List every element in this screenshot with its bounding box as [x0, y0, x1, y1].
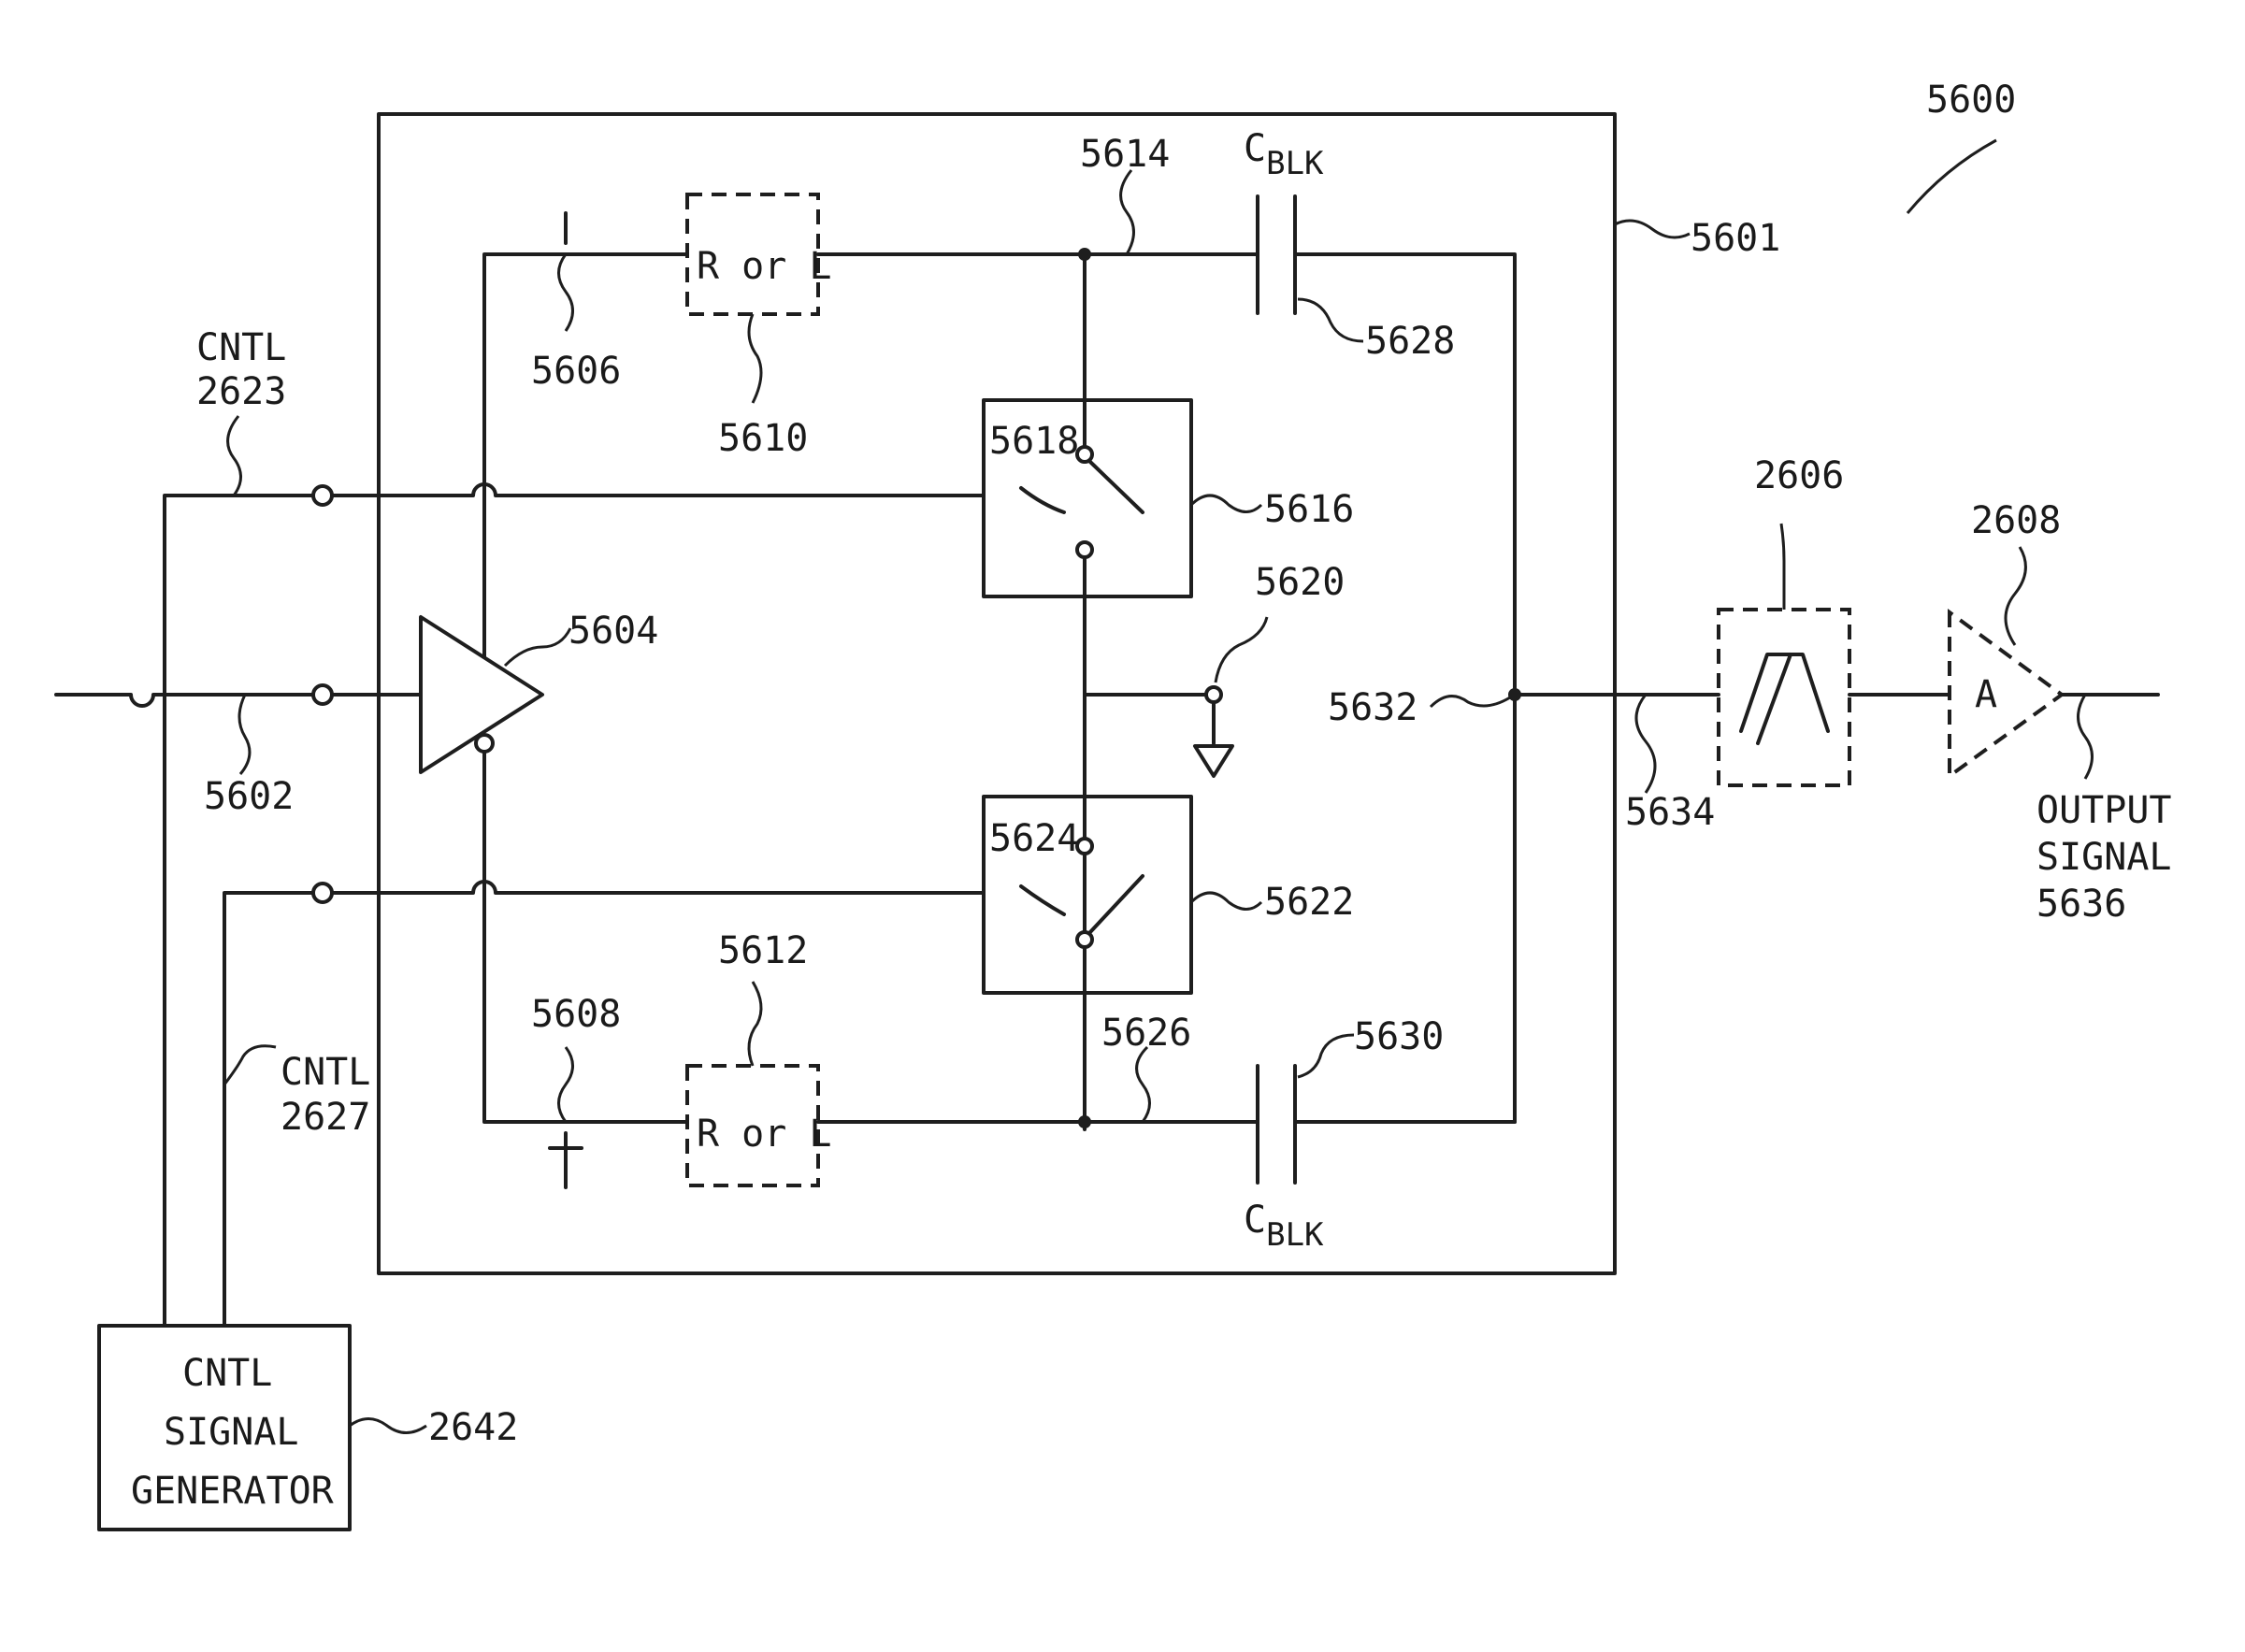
cntl-top-label: CNTL — [196, 326, 286, 369]
switch-top-box-leader — [1191, 496, 1261, 512]
amplifier-ref: 5604 — [568, 610, 658, 653]
ground-ref: 5620 — [1255, 561, 1345, 604]
q-path-leader — [559, 1047, 573, 1122]
figure-number-leader — [1907, 140, 1996, 213]
filter-leader — [1781, 524, 1784, 610]
ground-symbol — [1195, 746, 1232, 776]
sum-node-ref: 5632 — [1328, 686, 1418, 729]
cntl-top-to-switch — [332, 484, 984, 496]
bottom-node-leader — [1137, 1047, 1150, 1122]
output-signal-line2: SIGNAL — [2036, 836, 2172, 879]
cntl-generator-line2: SIGNAL — [164, 1411, 299, 1454]
switch-bottom-arm — [1090, 876, 1143, 932]
filter-ref: 2606 — [1754, 454, 1844, 497]
q-path-ref: 5608 — [531, 993, 621, 1036]
cap-bottom-leader — [1298, 1035, 1354, 1077]
switch-top-arm — [1090, 462, 1143, 512]
output-signal-leader — [2079, 695, 2093, 779]
cntl-bottom-to-switch — [332, 882, 984, 893]
cntl-generator-ref: 2642 — [428, 1406, 518, 1449]
cap-top-label: CBLK — [1244, 127, 1324, 182]
outer-box-ref: 5601 — [1691, 217, 1780, 260]
ground-terminal — [1206, 687, 1221, 702]
switch-top-actuator — [1021, 488, 1064, 512]
cap-top-ref: 5628 — [1365, 320, 1455, 363]
output-line-leader — [1636, 695, 1655, 793]
cntl-top-line — [165, 496, 313, 1326]
amplifier-leader — [505, 628, 570, 666]
input-line — [56, 695, 313, 706]
filter-box — [1719, 610, 1849, 785]
cap-top-leader — [1298, 299, 1363, 341]
cap-bottom-label: CBLK — [1244, 1199, 1324, 1254]
output-signal-line3: 5636 — [2036, 883, 2126, 926]
cntl-bottom-num: 2627 — [281, 1096, 370, 1139]
cntl-bottom-terminal — [313, 883, 332, 902]
cntl-generator-line1: CNTL — [182, 1352, 272, 1395]
switch-bottom-upper-contact — [1077, 839, 1092, 854]
cntl-bottom-label: CNTL — [281, 1051, 370, 1094]
sum-junction — [1508, 688, 1521, 701]
cap-top-c: C — [1244, 127, 1266, 170]
cntl-generator-leader — [350, 1419, 426, 1433]
cntl-bottom-leader — [224, 1046, 276, 1085]
cap-bottom-c: C — [1244, 1199, 1266, 1242]
output-line-ref: 5634 — [1625, 791, 1715, 834]
impedance-top-ref: 5610 — [718, 417, 808, 460]
input-terminal — [313, 685, 332, 704]
cap-bottom-blk: BLK — [1266, 1216, 1324, 1254]
switch-bottom-box-ref: 5622 — [1264, 881, 1354, 924]
cap-top-blk: BLK — [1266, 145, 1324, 182]
q-path-vertical — [484, 753, 687, 1122]
bottom-junction — [1078, 1115, 1091, 1128]
switch-top-box-ref: 5616 — [1264, 488, 1354, 531]
amplifier-inverting-output — [476, 735, 493, 752]
bottom-node-ref: 5626 — [1101, 1012, 1191, 1055]
i-path-vertical — [484, 254, 687, 657]
i-path-ref: 5606 — [531, 350, 621, 393]
cntl-top-terminal — [313, 486, 332, 505]
switch-bottom-ref: 5624 — [989, 817, 1079, 860]
cntl-top-leader — [228, 416, 241, 496]
switch-top-lower-contact — [1077, 542, 1092, 557]
outer-box-leader — [1615, 221, 1690, 237]
cap-bottom-ref: 5630 — [1354, 1015, 1444, 1058]
impedance-top-leader — [749, 314, 761, 403]
output-amp-triangle — [1950, 612, 2062, 776]
impedance-bottom-label: R or L — [697, 1113, 832, 1156]
switch-bottom-lower-contact — [1077, 932, 1092, 947]
impedance-bottom-ref: 5612 — [718, 929, 808, 972]
i-path-leader — [559, 254, 573, 331]
top-node-leader — [1121, 170, 1134, 254]
output-amp-ref: 2608 — [1971, 499, 2061, 542]
figure-number: 5600 — [1926, 79, 2016, 122]
input-node-ref: 5602 — [204, 775, 294, 818]
switch-bottom-box-leader — [1191, 893, 1261, 910]
switch-bottom-actuator — [1021, 886, 1064, 914]
top-node-ref: 5614 — [1080, 133, 1170, 176]
switch-top-upper-contact — [1077, 447, 1092, 462]
impedance-top-label: R or L — [697, 245, 832, 288]
input-node-leader — [239, 695, 250, 774]
sum-node-leader — [1431, 697, 1510, 707]
cntl-top-num: 2623 — [196, 370, 286, 413]
ground-leader — [1216, 617, 1267, 682]
output-amp-leader — [2006, 547, 2025, 645]
switch-top-ref: 5618 — [989, 420, 1079, 463]
output-signal-line1: OUTPUT — [2036, 789, 2172, 832]
output-amp-letter: A — [1975, 673, 1997, 716]
cntl-generator-line3: GENERATOR — [131, 1470, 335, 1513]
impedance-bottom-leader — [749, 982, 761, 1066]
